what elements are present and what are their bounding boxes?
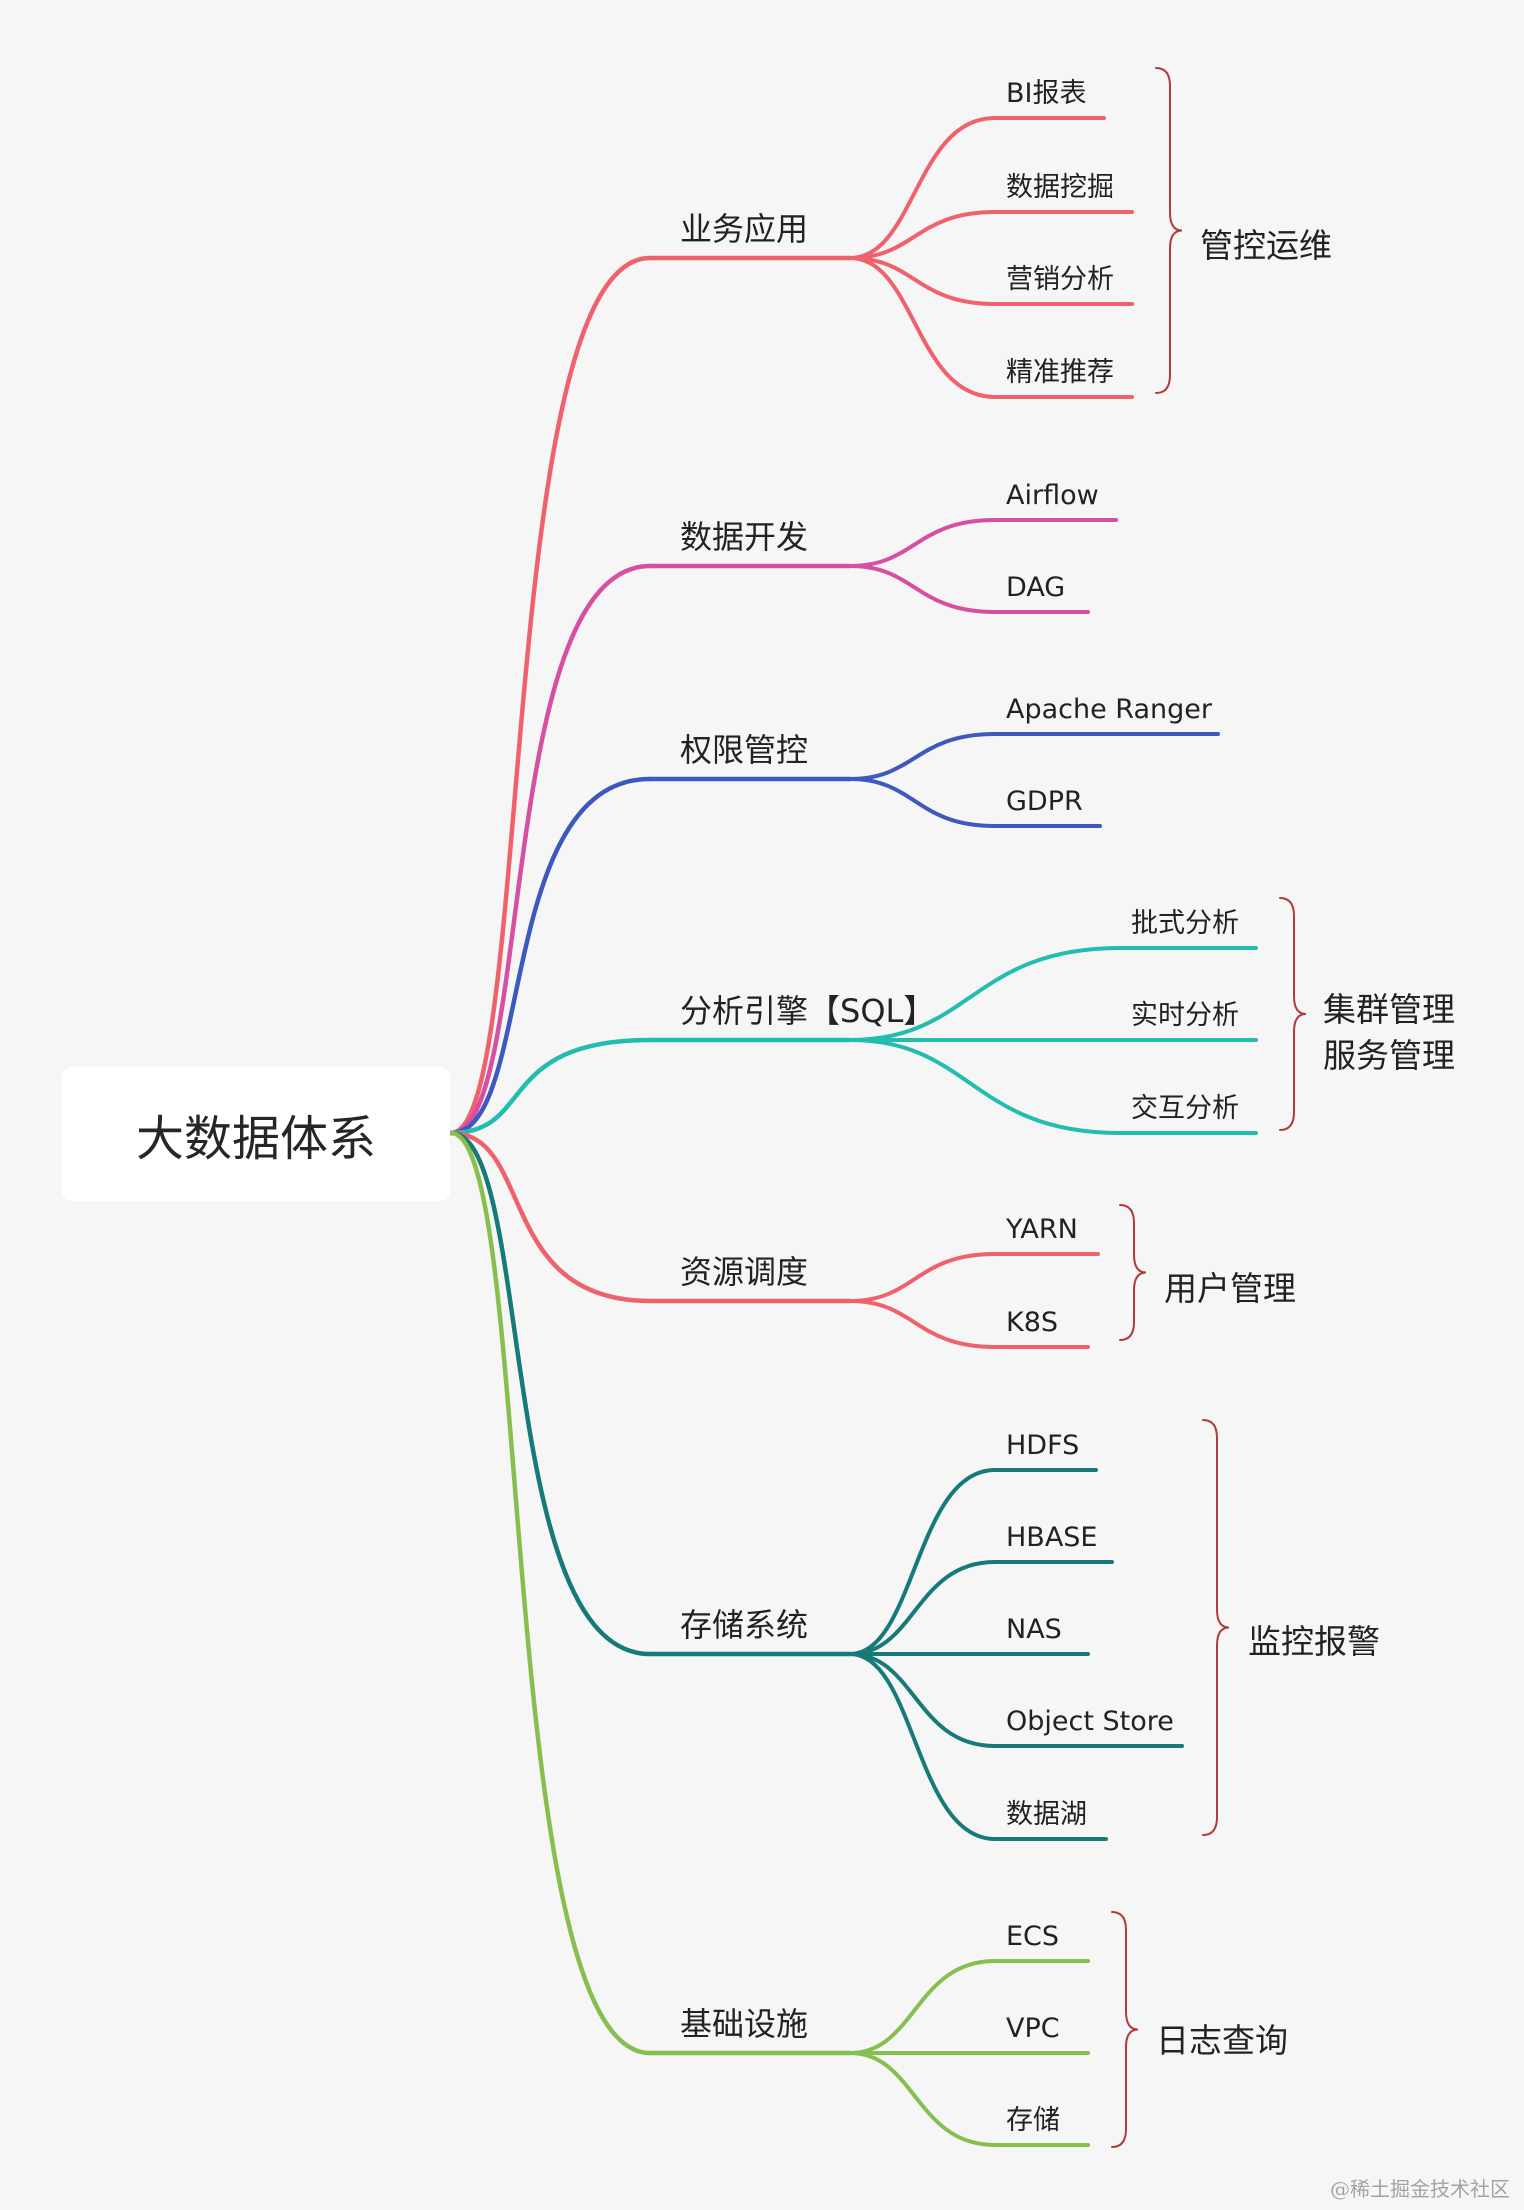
leaf-label-6-4[interactable]: Object Store: [1006, 1706, 1174, 1737]
connector-branch-1-leaf-3: [848, 256, 997, 306]
connector-branch-2-leaf-1: [848, 518, 997, 568]
leaf-label-1-3[interactable]: 营销分析: [1006, 264, 1114, 295]
connector-root-to-branch-4: [448, 1037, 653, 1136]
connector-root-to-branch-2: [448, 563, 653, 1136]
branch-label-1[interactable]: 业务应用: [680, 210, 809, 248]
connector-branch-1-leaf-4: [848, 256, 997, 399]
connector-branch-4-leaf-1: [848, 946, 1122, 1042]
connector-branch-2-leaf-2: [848, 564, 997, 614]
connector-root-to-branch-7: [448, 1130, 653, 2056]
leaf-label-7-3[interactable]: 存储: [1006, 2105, 1060, 2136]
watermark: @稀土掘金技术社区: [1330, 2177, 1510, 2201]
connector-root-to-branch-6: [448, 1130, 653, 1657]
summary-note-4[interactable]: 集群管理服务管理: [1323, 987, 1455, 1079]
summary-note-line-5-1: 用户管理: [1164, 1269, 1296, 1308]
connector-branch-1-leaf-2: [848, 210, 997, 260]
leaf-label-2-2[interactable]: DAG: [1006, 572, 1066, 603]
summary-note-1[interactable]: 管控运维: [1200, 223, 1332, 269]
connector-branch-4-leaf-3: [848, 1038, 1122, 1135]
leaf-label-4-2[interactable]: 实时分析: [1131, 1000, 1239, 1031]
summary-note-line-4-2: 服务管理: [1323, 1036, 1455, 1075]
summary-bracket-6: [1202, 1419, 1230, 1836]
leaf-label-2-1[interactable]: Airflow: [1006, 480, 1099, 511]
leaf-label-1-4[interactable]: 精准推荐: [1006, 357, 1114, 388]
connector-branch-6-leaf-1: [848, 1468, 997, 1656]
branch-label-4[interactable]: 分析引擎【SQL】: [680, 992, 936, 1030]
summary-note-7[interactable]: 日志查询: [1156, 2018, 1288, 2064]
summary-bracket-1: [1155, 67, 1183, 394]
leaf-label-1-2[interactable]: 数据挖掘: [1006, 172, 1114, 203]
connector-branch-3-leaf-2: [848, 777, 997, 828]
summary-bracket-5: [1119, 1204, 1147, 1341]
summary-note-line-1-1: 管控运维: [1200, 226, 1332, 265]
branch-label-3[interactable]: 权限管控: [680, 731, 809, 769]
connector-branch-6-leaf-5: [848, 1652, 997, 1841]
summary-note-6[interactable]: 监控报警: [1248, 1619, 1380, 1665]
summary-note-5[interactable]: 用户管理: [1164, 1266, 1296, 1312]
leaf-label-6-2[interactable]: HBASE: [1006, 1522, 1098, 1553]
branch-label-6[interactable]: 存储系统: [680, 1606, 809, 1644]
summary-note-line-6-1: 监控报警: [1248, 1622, 1380, 1661]
leaf-label-4-3[interactable]: 交互分析: [1131, 1093, 1239, 1124]
summary-bracket-7: [1111, 1911, 1139, 2148]
root-node[interactable]: 大数据体系: [62, 1067, 450, 1201]
connector-branch-7-leaf-3: [848, 2051, 997, 2147]
leaf-label-6-5[interactable]: 数据湖: [1006, 1799, 1087, 1830]
leaf-label-7-2[interactable]: VPC: [1006, 2013, 1060, 2044]
connector-branch-5-leaf-2: [848, 1299, 997, 1349]
leaf-label-4-1[interactable]: 批式分析: [1131, 908, 1239, 939]
connector-branch-7-leaf-1: [848, 1959, 997, 2055]
leaf-label-6-3[interactable]: NAS: [1006, 1614, 1062, 1645]
connector-branch-5-leaf-1: [848, 1252, 997, 1303]
leaf-label-5-2[interactable]: K8S: [1006, 1307, 1059, 1338]
leaf-label-6-1[interactable]: HDFS: [1006, 1430, 1080, 1461]
summary-note-line-7-1: 日志查询: [1156, 2021, 1288, 2060]
leaf-label-3-1[interactable]: Apache Ranger: [1006, 694, 1212, 725]
connector-branch-6-leaf-4: [848, 1652, 997, 1748]
branch-label-7[interactable]: 基础设施: [680, 2005, 809, 2043]
leaf-label-7-1[interactable]: ECS: [1006, 1921, 1060, 1952]
connector-branch-3-leaf-1: [848, 732, 997, 781]
branch-label-2[interactable]: 数据开发: [680, 518, 809, 556]
connector-root-to-branch-1: [448, 255, 653, 1136]
connector-root-to-branch-3: [448, 776, 653, 1136]
summary-note-line-4-1: 集群管理: [1323, 990, 1455, 1029]
leaf-label-5-1[interactable]: YARN: [1006, 1214, 1078, 1245]
connector-branch-1-leaf-1: [848, 116, 997, 260]
summary-bracket-4: [1279, 897, 1307, 1131]
branch-label-5[interactable]: 资源调度: [680, 1253, 809, 1291]
root-node-label: 大数据体系: [135, 1111, 376, 1167]
connector-branch-6-leaf-2: [848, 1560, 997, 1656]
connector-root-to-branch-5: [448, 1130, 653, 1304]
leaf-label-3-2[interactable]: GDPR: [1006, 786, 1083, 817]
leaf-label-1-1[interactable]: BI报表: [1006, 78, 1087, 109]
